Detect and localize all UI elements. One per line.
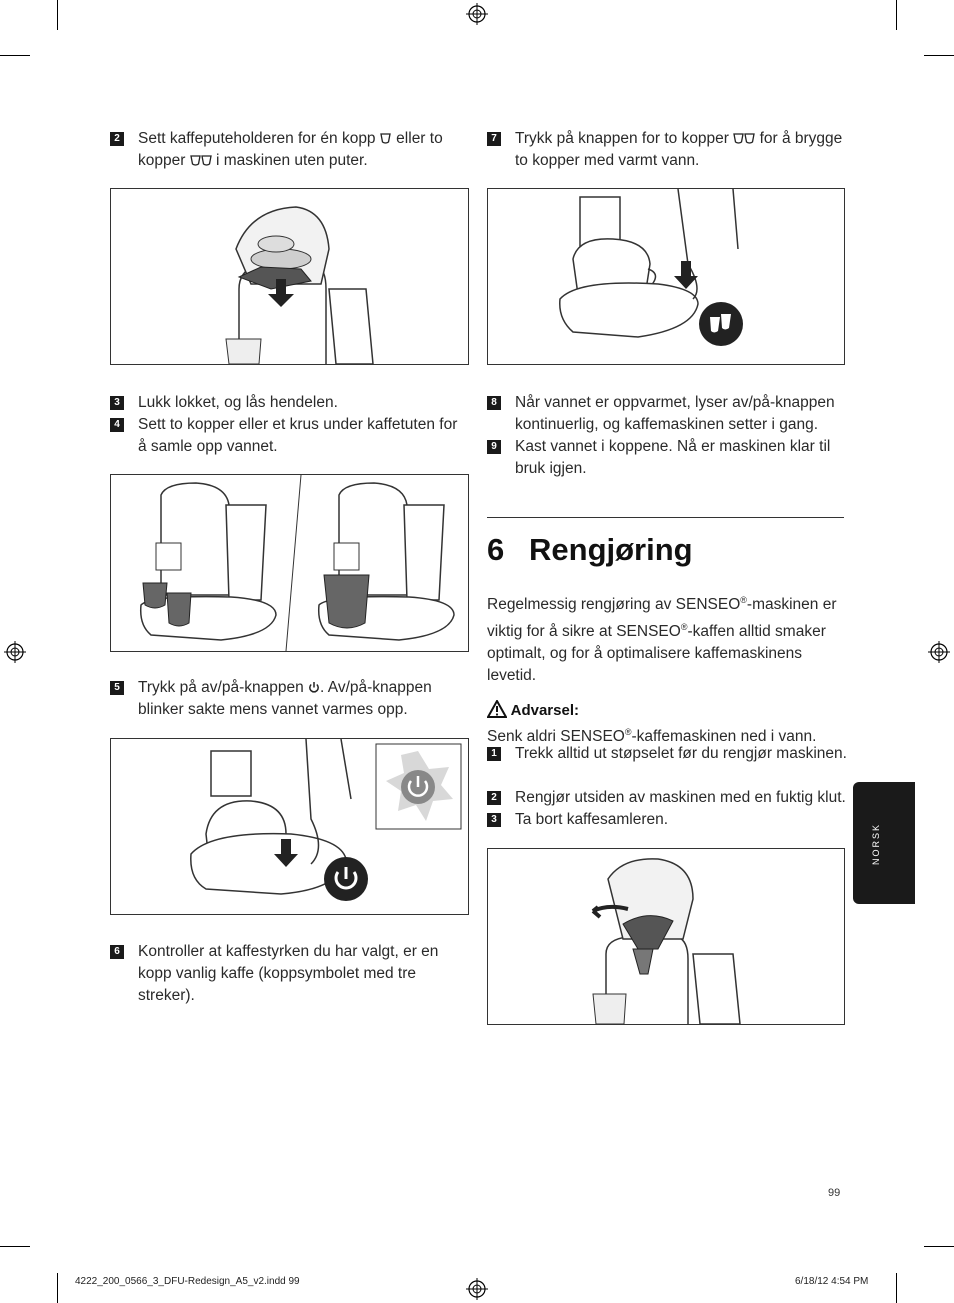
cleaning-step-2: 2 Rengjør utsiden av maskinen med en fuk… <box>487 787 847 809</box>
step-text: Trykk på knappen for to kopper for å bry… <box>515 130 843 169</box>
crop-mark <box>896 0 897 30</box>
step-text: Sett kaffeputeholderen for én kopp eller… <box>138 130 443 169</box>
step-text: Trekk alltid ut støpselet før du rengjør… <box>515 745 847 762</box>
step-number: 3 <box>487 813 501 827</box>
step-number: 4 <box>110 418 124 432</box>
step-number: 3 <box>110 396 124 410</box>
crop-mark <box>0 1246 30 1247</box>
step-text: Kast vannet i koppene. Nå er maskinen kl… <box>515 438 831 477</box>
step-text: Kontroller at kaffestyrken du har valgt,… <box>138 943 439 1004</box>
chapter-number: 6 <box>487 532 505 567</box>
section-divider <box>487 517 844 518</box>
step-number: 6 <box>110 945 124 959</box>
footer-date: 6/18/12 4:54 PM <box>795 1276 869 1287</box>
registration-mark-icon <box>466 3 488 25</box>
language-tab: NORSK <box>853 782 915 904</box>
two-cup-icon <box>733 133 756 144</box>
step-9: 9 Kast vannet i koppene. Nå er maskinen … <box>487 436 847 480</box>
step-3: 3 Lukk lokket, og lås hendelen. <box>110 392 470 414</box>
cleaning-step-1: 1 Trekk alltid ut støpselet før du rengj… <box>487 743 847 787</box>
illustration-cups-under-spout <box>110 474 469 652</box>
chapter-heading: 6 Rengjøring <box>487 532 693 568</box>
step-number: 1 <box>487 747 501 761</box>
crop-mark <box>924 1246 954 1247</box>
one-cup-icon <box>380 133 391 144</box>
two-cup-icon <box>189 155 212 166</box>
intro-paragraph: Regelmessig rengjøring av SENSEO®-maskin… <box>487 595 837 685</box>
power-icon <box>309 682 319 693</box>
crop-mark <box>924 55 954 56</box>
illustration-two-cup-button <box>487 188 845 365</box>
step-number: 9 <box>487 440 501 454</box>
crop-mark <box>896 1273 897 1303</box>
warning-text: Senk aldri SENSEO®-kaffemaskinen ned i v… <box>487 727 817 746</box>
crop-mark <box>57 0 58 30</box>
registration-mark-icon <box>928 641 950 663</box>
registration-mark-icon <box>4 641 26 663</box>
step-text: Trykk på av/på-knappen . Av/på-knappen b… <box>138 679 432 718</box>
registration-mark-icon <box>466 1278 488 1300</box>
language-tab-label: NORSK <box>871 822 881 866</box>
step-6: 6 Kontroller at kaffestyrken du har valg… <box>110 941 470 1007</box>
step-number: 2 <box>487 791 501 805</box>
warning-icon <box>486 698 508 718</box>
warning-heading: Advarsel: <box>486 698 579 722</box>
step-text: Ta bort kaffesamleren. <box>515 811 669 828</box>
step-number: 5 <box>110 681 124 695</box>
crop-mark <box>57 1273 58 1303</box>
cleaning-step-3: 3 Ta bort kaffesamleren. <box>487 809 847 831</box>
chapter-title: Rengjøring <box>529 532 693 567</box>
step-number: 2 <box>110 132 124 146</box>
step-5: 5 Trykk på av/på-knappen . Av/på-knappen… <box>110 677 470 721</box>
step-text: Når vannet er oppvarmet, lyser av/på-kna… <box>515 394 835 433</box>
footer-filename: 4222_200_0566_3_DFU-Redesign_A5_v2.indd … <box>75 1276 300 1287</box>
step-8: 8 Når vannet er oppvarmet, lyser av/på-k… <box>487 392 847 436</box>
illustration-power-button <box>110 738 469 915</box>
step-number: 7 <box>487 132 501 146</box>
step-text: Rengjør utsiden av maskinen med en fukti… <box>515 789 846 806</box>
step-text: Lukk lokket, og lås hendelen. <box>138 394 338 411</box>
step-text: Sett to kopper eller et krus under kaffe… <box>138 416 458 455</box>
step-number: 8 <box>487 396 501 410</box>
step-4: 4 Sett to kopper eller et krus under kaf… <box>110 414 470 458</box>
step-2: 2 Sett kaffeputeholderen for én kopp ell… <box>110 128 470 172</box>
illustration-pod-holder <box>110 188 469 365</box>
illustration-remove-collector <box>487 848 845 1025</box>
crop-mark <box>0 55 30 56</box>
page-number: 99 <box>828 1187 841 1199</box>
step-7: 7 Trykk på knappen for to kopper for å b… <box>487 128 847 172</box>
